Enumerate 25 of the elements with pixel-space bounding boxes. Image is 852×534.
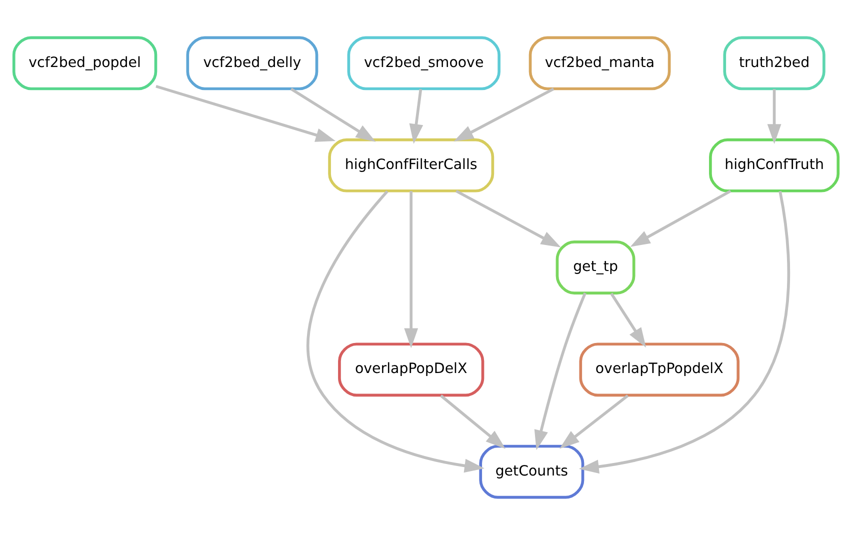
node-box: vcf2bed_smoove bbox=[347, 36, 500, 90]
arrow bbox=[290, 87, 376, 142]
arrow bbox=[578, 190, 790, 474]
node-box: get_tp bbox=[556, 240, 636, 294]
arrow bbox=[560, 394, 629, 448]
node-box: overlapPopDelX bbox=[338, 342, 484, 396]
arrow bbox=[454, 87, 554, 142]
node-box: vcf2bed_popdel bbox=[12, 36, 158, 90]
arrow bbox=[404, 190, 418, 348]
arrow bbox=[767, 88, 782, 144]
arrow bbox=[456, 189, 561, 247]
node-box: getCounts bbox=[479, 444, 584, 498]
node-box: vcf2bed_delly bbox=[186, 36, 318, 90]
node-box: truth2bed bbox=[723, 36, 826, 90]
arrow bbox=[156, 84, 336, 142]
arrow bbox=[440, 394, 506, 448]
arrow bbox=[306, 190, 484, 472]
node-box: highConfTruth bbox=[709, 138, 840, 192]
arrow bbox=[534, 292, 586, 450]
arrow bbox=[409, 88, 424, 144]
node-box: highConfFilterCalls bbox=[328, 138, 494, 192]
node-box: vcf2bed_manta bbox=[528, 36, 671, 90]
arrow bbox=[630, 189, 732, 246]
node-box: overlapTpPopdelX bbox=[579, 342, 740, 396]
arrow bbox=[610, 292, 646, 348]
